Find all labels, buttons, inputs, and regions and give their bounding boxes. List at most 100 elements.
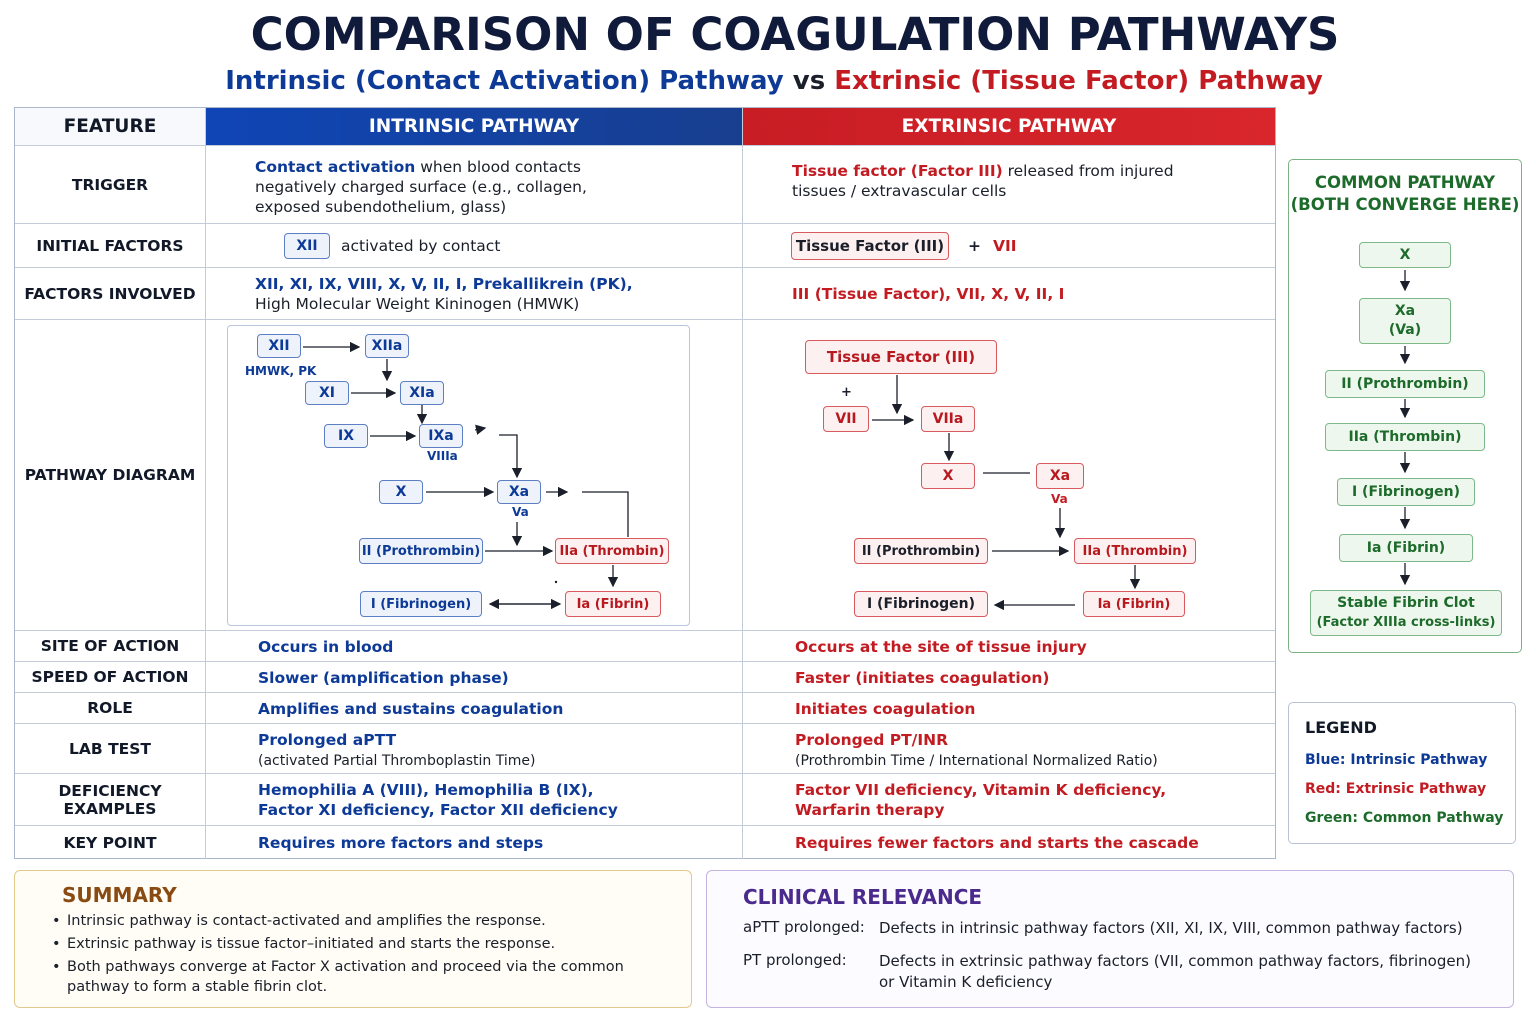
common-node-fibrinogen: I (Fibrinogen) [1337,478,1475,506]
common-node-fibrin: Ia (Fibrin) [1339,534,1473,562]
table-row-key: KEY POINT Requires more factors and step… [15,826,1275,859]
label-va: Va [512,505,529,519]
initial-ext-vii: VII [993,237,1017,255]
summary-panel: SUMMARY Intrinsic pathway is contact-act… [14,870,692,1008]
site-extrinsic: Occurs at the site of tissue injury [795,638,1087,656]
node-fibrin: Ia (Fibrin) [565,591,661,617]
feature-label: TRIGGER [15,146,206,223]
ext-node-x: X [921,463,975,489]
ext-node-tissue-factor: Tissue Factor (III) [805,340,997,374]
feature-label: INITIAL FACTORS [15,224,206,267]
initial-ext-plus: + [968,237,981,255]
node-xi: XI [305,381,349,405]
table-row-site: SITE OF ACTION Occurs in blood Occurs at… [15,631,1275,662]
aptt-label: aPTT prolonged: [743,918,865,936]
clinical-relevance-panel: CLINICAL RELEVANCE aPTT prolonged: Defec… [706,870,1514,1008]
initial-extrinsic: Tissue Factor (III) + VII [743,224,1275,267]
trigger-int-line3: exposed subendothelium, glass) [255,198,507,216]
page-subtitle: Intrinsic (Contact Activation) Pathway v… [0,66,1536,96]
page-title: COMPARISON OF COAGULATION PATHWAYS [250,8,1340,61]
feature-label: LAB TEST [15,724,206,773]
table-row-lab: LAB TEST Prolonged aPTT (activated Parti… [15,724,1275,774]
key-intrinsic: Requires more factors and steps [258,834,544,852]
factors-extrinsic: III (Tissue Factor), VII, X, V, II, I [743,268,1275,319]
key-extrinsic: Requires fewer factors and starts the ca… [795,834,1199,852]
legend-item-red: Red: Extrinsic Pathway [1305,781,1487,797]
subtitle-vs: vs [792,66,826,96]
pt-label: PT prolonged: [743,951,847,969]
node-fibrinogen: I (Fibrinogen) [360,591,482,617]
trigger-extrinsic: Tissue factor (Factor III) released from… [743,146,1275,223]
initial-intrinsic: XII activated by contact [206,224,743,267]
factors-int-line1: XII, XI, IX, VIII, X, V, II, I, Prekalli… [255,275,633,293]
summary-item: Both pathways converge at Factor X activ… [52,957,682,997]
comparison-table: FEATURE INTRINSIC PATHWAY EXTRINSIC PATH… [14,107,1276,859]
pt-desc: Defects in extrinsic pathway factors (VI… [879,952,1471,991]
common-clot-sub: (Factor XIIIa cross-links) [1316,615,1496,630]
tissue-factor-box: Tissue Factor (III) [791,232,949,260]
common-arrows [1399,270,1411,586]
legend-item-blue: Blue: Intrinsic Pathway [1305,752,1488,768]
lab-int-line2: (activated Partial Thromboplastin Time) [258,753,536,769]
trigger-ext-bold: Tissue factor (Factor III) [792,162,1003,180]
common-title-line1: COMMON PATHWAY [1314,173,1496,192]
speed-extrinsic: Faster (initiates coagulation) [795,669,1050,687]
ext-node-viia: VIIa [921,406,975,432]
factors-intrinsic: XII, XI, IX, VIII, X, V, II, I, Prekalli… [206,268,743,319]
header-feature: FEATURE [15,108,206,145]
table-header-row: FEATURE INTRINSIC PATHWAY EXTRINSIC PATH… [15,108,1275,146]
feature-label: SPEED OF ACTION [15,662,206,692]
ext-node-vii: VII [823,406,869,432]
common-node-x: X [1359,242,1451,268]
subtitle-intrinsic: Intrinsic (Contact Activation) Pathway [225,66,784,96]
clinical-title: CLINICAL RELEVANCE [743,885,983,909]
lab-ext-line2: (Prothrombin Time / International Normal… [795,753,1158,769]
trigger-intrinsic: Contact activation when blood contacts n… [206,146,743,223]
common-node-xa: Xa (Va) [1359,298,1451,344]
def-ext-line1: Factor VII deficiency, Vitamin K deficie… [795,781,1167,799]
node-thrombin: IIa (Thrombin) [555,538,669,564]
def-ext-line2: Warfarin therapy [795,801,945,819]
trigger-int-rest: when blood contacts [415,158,581,176]
table-row-trigger: TRIGGER Contact activation when blood co… [15,146,1275,224]
intrinsic-diagram-frame [227,325,690,626]
common-node-prothrombin: II (Prothrombin) [1325,370,1485,398]
diagram-intrinsic-cell [206,320,743,630]
node-xa: Xa [497,480,541,504]
feature-label: FACTORS INVOLVED [15,268,206,319]
common-pathway-panel: COMMON PATHWAY (BOTH CONVERGE HERE) X Xa… [1288,159,1522,653]
header-intrinsic: INTRINSIC PATHWAY [206,108,743,145]
feature-label: KEY POINT [15,826,206,859]
ext-node-thrombin: IIa (Thrombin) [1074,538,1196,564]
header-extrinsic: EXTRINSIC PATHWAY [743,108,1275,145]
summary-item: Intrinsic pathway is contact-activated a… [52,911,682,931]
table-row-diagram: PATHWAY DIAGRAM [15,320,1275,631]
site-intrinsic: Occurs in blood [258,638,394,656]
common-clot-label: Stable Fibrin Clot [1337,595,1475,611]
table-row-deficiency: DEFICIENCY EXAMPLES Hemophilia A (VIII),… [15,774,1275,826]
factors-ext-line1: III (Tissue Factor), VII, X, V, II, I [792,285,1065,303]
trigger-ext-rest: released from injured [1002,162,1174,180]
node-xiia: XIIa [365,334,409,358]
def-int-line1: Hemophilia A (VIII), Hemophilia B (IX), [258,781,594,799]
node-ix: IX [324,424,368,448]
ext-label-va: Va [1051,492,1068,506]
initial-int-text: activated by contact [341,237,501,255]
ext-node-fibrinogen: I (Fibrinogen) [854,591,988,617]
tissue-factor-label: Tissue Factor (III) [795,237,945,255]
common-title-line2: (BOTH CONVERGE HERE) [1290,195,1520,214]
ext-node-prothrombin: II (Prothrombin) [854,538,988,564]
factor-xii-box: XII [284,233,330,259]
table-row-speed: SPEED OF ACTION Slower (amplification ph… [15,662,1275,693]
ext-plus: + [841,385,852,400]
aptt-desc: Defects in intrinsic pathway factors (XI… [879,919,1463,937]
speed-intrinsic: Slower (amplification phase) [258,669,509,687]
node-prothrombin: II (Prothrombin) [359,538,483,564]
label-hmwk-pk: HMWK, PK [245,364,317,378]
ext-prothrombin-label: II (Prothrombin) [861,543,981,559]
node-ixa: IXa [419,424,463,448]
feature-label: PATHWAY DIAGRAM [15,320,206,630]
table-row-role: ROLE Amplifies and sustains coagulation … [15,693,1275,724]
table-row-initial: INITIAL FACTORS XII activated by contact… [15,224,1275,268]
ext-node-xa: Xa [1036,463,1084,489]
